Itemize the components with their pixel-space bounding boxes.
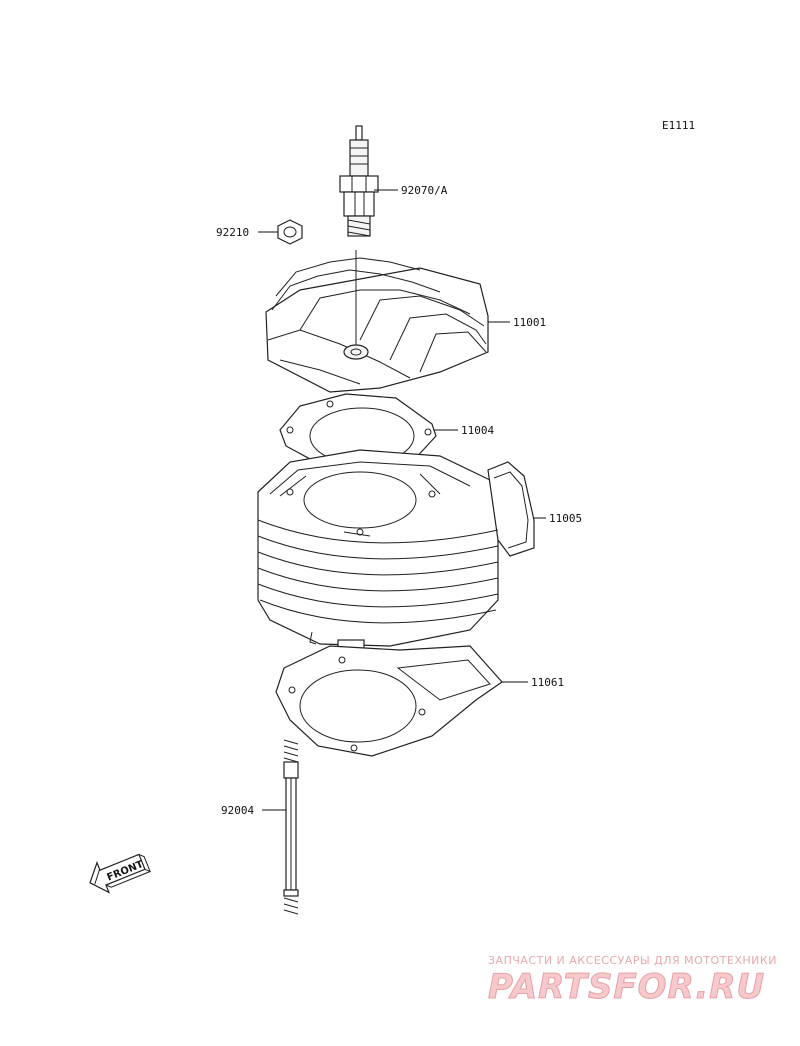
base-gasket[interactable]	[275, 645, 503, 757]
leader-lines	[258, 189, 546, 811]
part-label-11005[interactable]: 11005	[549, 512, 582, 525]
watermark-tagline: ЗАПЧАСТИ И АКСЕССУАРЫ ДЛЯ МОТОТЕХНИКИ	[488, 954, 777, 967]
part-label-11004[interactable]: 11004	[461, 424, 494, 437]
watermark-brand: PARTSFOR.RU	[488, 967, 765, 1007]
stud[interactable]	[283, 739, 299, 915]
front-arrow-icon: FRONT	[89, 853, 152, 894]
part-label-92004[interactable]: 92004	[221, 804, 254, 817]
part-label-92070[interactable]: 92070/A	[401, 184, 448, 197]
nut[interactable]	[277, 219, 303, 245]
cylinder[interactable]	[257, 449, 535, 663]
cylinder-head[interactable]	[265, 250, 489, 393]
part-label-11061[interactable]: 11061	[531, 676, 564, 689]
spark-plug[interactable]	[339, 125, 379, 237]
part-label-92210[interactable]: 92210	[216, 226, 249, 239]
diagram-code: E1111	[662, 119, 695, 132]
part-label-11001[interactable]: 11001	[513, 316, 546, 329]
